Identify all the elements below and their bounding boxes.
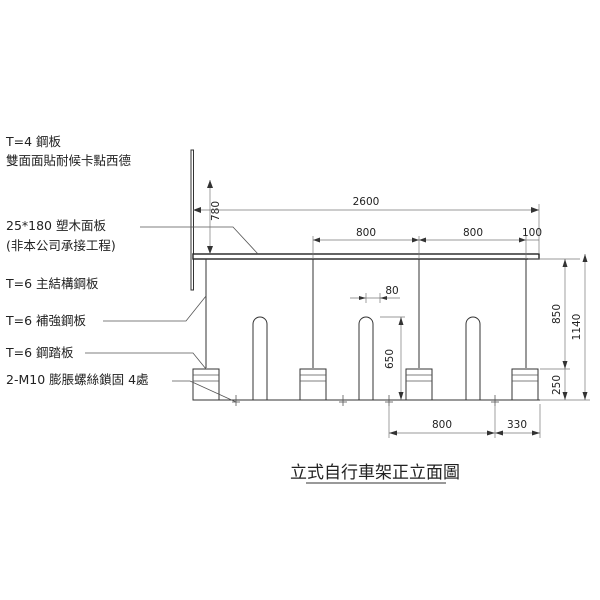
dim-overhang: 100 bbox=[522, 227, 542, 239]
base-block-3 bbox=[405, 368, 433, 401]
dim-base-height: 250 bbox=[551, 375, 563, 395]
leader-foot-plate bbox=[85, 352, 207, 370]
dim-gap: 80 bbox=[385, 285, 398, 297]
dim-bottom-span: 800 bbox=[432, 419, 452, 431]
top-wood-panel bbox=[192, 253, 540, 260]
dim-overall-width: 2600 bbox=[353, 196, 380, 208]
label-foot-plate: T=6 鋼踏板 bbox=[5, 345, 74, 360]
drawing-title: 立式自行車架正立面圖 bbox=[290, 463, 460, 483]
annotation-labels: T=4 鋼板 雙面面貼耐候卡點西德 25*180 塑木面板 (非本公司承接工程)… bbox=[5, 134, 259, 403]
base-block-2 bbox=[299, 368, 327, 401]
dim-rail-height: 850 bbox=[551, 304, 563, 324]
vertical-steel-plate bbox=[190, 149, 194, 291]
label-steel-plate-t4: T=4 鋼板 bbox=[5, 134, 62, 149]
rack-structure bbox=[190, 149, 540, 406]
leader-wood-panel bbox=[140, 226, 259, 255]
base-block-4 bbox=[511, 368, 539, 401]
label-main-structure: T=6 主結構鋼板 bbox=[5, 276, 99, 291]
wheel-loop-1 bbox=[252, 316, 268, 400]
wheel-loop-3 bbox=[465, 316, 481, 400]
dimensions: 780 2600 800 800 100 80 650 bbox=[193, 180, 590, 438]
label-reinforce: T=6 補強鋼板 bbox=[5, 313, 87, 328]
label-coating: 雙面面貼耐候卡點西德 bbox=[6, 153, 132, 168]
dim-bottom-end: 330 bbox=[507, 419, 527, 431]
dim-total-height: 1140 bbox=[571, 314, 583, 341]
label-wood-panel: 25*180 塑木面板 bbox=[6, 218, 106, 233]
label-wood-panel-note: (非本公司承接工程) bbox=[6, 238, 116, 253]
dim-top-height: 780 bbox=[210, 201, 222, 221]
leader-reinforce bbox=[103, 295, 207, 322]
dim-span-2: 800 bbox=[463, 227, 483, 239]
label-bolts: 2-M10 膨脹螺絲鎖固 4處 bbox=[6, 372, 149, 387]
dim-post-height: 650 bbox=[384, 349, 396, 369]
wheel-loop-2 bbox=[358, 316, 374, 400]
leader-bolts bbox=[172, 380, 237, 403]
dim-span-1: 800 bbox=[356, 227, 376, 239]
